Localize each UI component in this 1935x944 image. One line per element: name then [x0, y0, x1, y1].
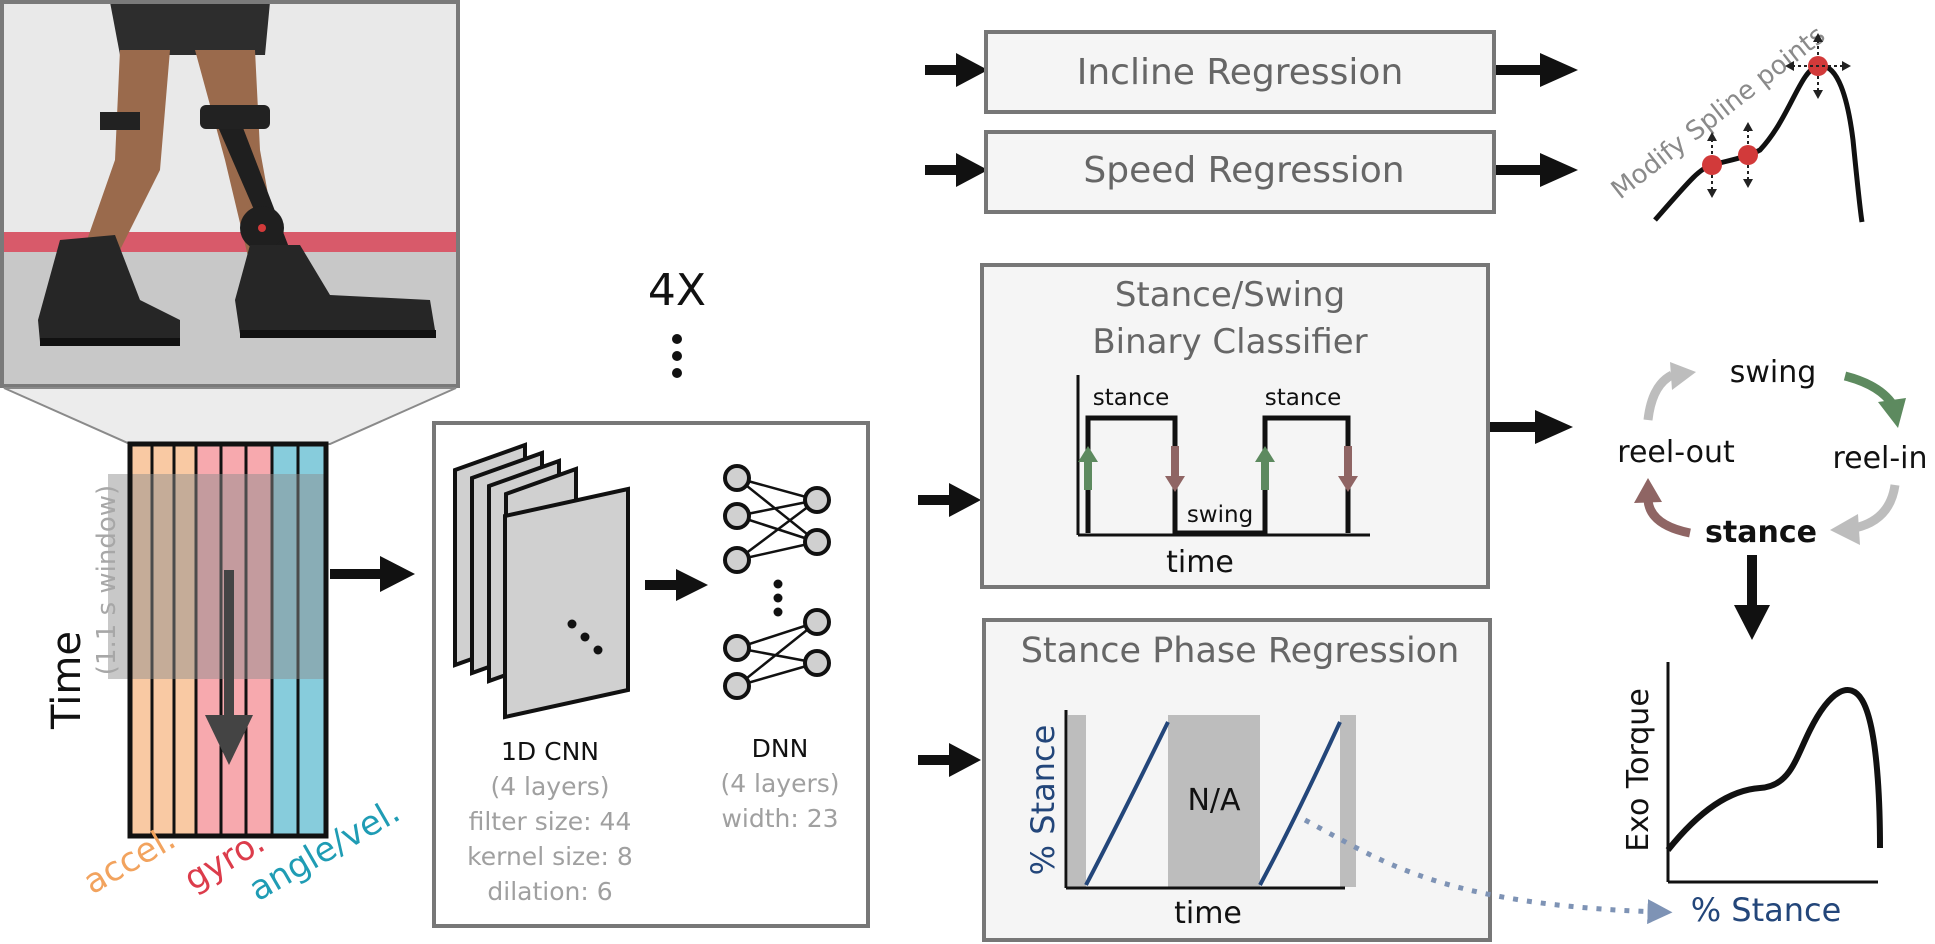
speed-regression-box: Speed Regression — [984, 130, 1496, 214]
up-transition-arrow — [1255, 446, 1275, 490]
arrow-stance-to-reel-out — [1634, 478, 1691, 538]
cnn-detail-2: filter size: 44 — [469, 807, 632, 836]
na-label: N/A — [1187, 783, 1241, 818]
dnn-detail-2: width: 23 — [721, 804, 838, 833]
state-machine: swing reel-in stance reel-out — [1617, 355, 1927, 550]
stance-label-1: stance — [1093, 385, 1169, 411]
stance-swing-classifier-box: Stance/Swing Binary Classifier stance st… — [980, 263, 1490, 589]
cnn-title: 1D CNN — [501, 737, 599, 766]
cnn-detail-3: kernel size: 8 — [467, 842, 633, 871]
exoskeleton-photo — [0, 0, 460, 388]
incline-regression-label: Incline Regression — [1077, 52, 1404, 93]
arrow-sensor-to-network — [330, 556, 415, 592]
phase-ramp-2 — [1258, 721, 1342, 886]
state-swing: swing — [1730, 355, 1817, 390]
na-region-1 — [1068, 715, 1086, 887]
state-transition-arrows — [1634, 362, 1906, 545]
arrow-swing-to-reel-in — [1843, 371, 1906, 428]
arrow-state-to-torque — [1734, 555, 1770, 640]
spline-point — [1738, 122, 1758, 188]
sensor-window: Time (1.1 s window) accel. gyro. angle/v… — [44, 441, 407, 910]
spline-point — [1702, 132, 1722, 198]
dnn-title: DNN — [752, 734, 809, 763]
input-arrows — [918, 53, 988, 777]
arrow-reel-in-to-stance — [1830, 484, 1900, 545]
stance-phase-regression-box: Stance Phase Regression N/A % Stance tim… — [982, 618, 1492, 942]
arrow-classifier-to-state-machine — [1490, 410, 1573, 444]
swing-label: swing — [1187, 502, 1253, 528]
stance-label-2: stance — [1265, 385, 1341, 411]
state-stance: stance — [1705, 515, 1817, 550]
network-box: 1D CNN (4 layers) filter size: 44 kernel… — [432, 421, 870, 928]
classifier-title-line1: Stance/Swing — [1115, 275, 1345, 315]
sensor-window-frame — [127, 441, 329, 839]
speed-regression-label: Speed Regression — [1083, 150, 1404, 191]
zoom-funnel — [3, 387, 457, 445]
phase-ramp-1 — [1084, 721, 1170, 886]
spline-point-horizontal-handles — [1785, 61, 1851, 71]
phase-x-label: time — [1174, 896, 1242, 931]
phase-y-label: % Stance — [1024, 725, 1062, 876]
cnn-detail-4: dilation: 6 — [487, 877, 612, 906]
torque-y-label: Exo Torque — [1621, 688, 1656, 852]
arrow-reel-out-to-swing — [1643, 362, 1696, 421]
dnn-detail-1: (4 layers) — [720, 769, 839, 798]
repeat-count-label: 4X — [648, 265, 706, 316]
window-duration-label: (1.1 s window) — [92, 485, 122, 675]
spline-modifier: Modify Spline points — [1606, 20, 1865, 223]
up-transition-arrow — [1078, 446, 1098, 490]
state-reel-in: reel-in — [1832, 441, 1927, 476]
time-window-overlay — [108, 474, 326, 679]
torque-curve — [1665, 687, 1883, 852]
classifier-title-line2: Binary Classifier — [1092, 322, 1367, 362]
classifier-transition-arrows — [1078, 446, 1358, 492]
stance-swing-signal — [1085, 415, 1351, 536]
down-transition-arrow — [1165, 446, 1185, 492]
spline-control-points — [1702, 33, 1851, 198]
torque-plot: Exo Torque % Stance — [1621, 662, 1883, 929]
classifier-x-label: time — [1166, 545, 1234, 580]
cnn-detail-1: (4 layers) — [490, 772, 609, 801]
torque-x-label: % Stance — [1691, 891, 1842, 929]
down-transition-arrow — [1338, 446, 1358, 492]
na-region-2 — [1168, 715, 1260, 887]
incline-regression-box: Incline Regression — [984, 30, 1496, 114]
accel-strip — [130, 444, 196, 836]
time-arrow-head — [205, 715, 253, 765]
stance-phase-title: Stance Phase Regression — [1021, 631, 1460, 671]
time-axis-label: Time — [44, 631, 90, 730]
dnn-graph — [723, 464, 831, 700]
spline-modifier-label: Modify Spline points — [1606, 20, 1831, 205]
state-reel-out: reel-out — [1617, 435, 1735, 470]
na-region-3 — [1340, 715, 1356, 887]
cnn-layer-stack — [453, 442, 630, 720]
repeat-ellipsis — [672, 334, 682, 378]
regression-output-arrows — [1496, 53, 1578, 187]
